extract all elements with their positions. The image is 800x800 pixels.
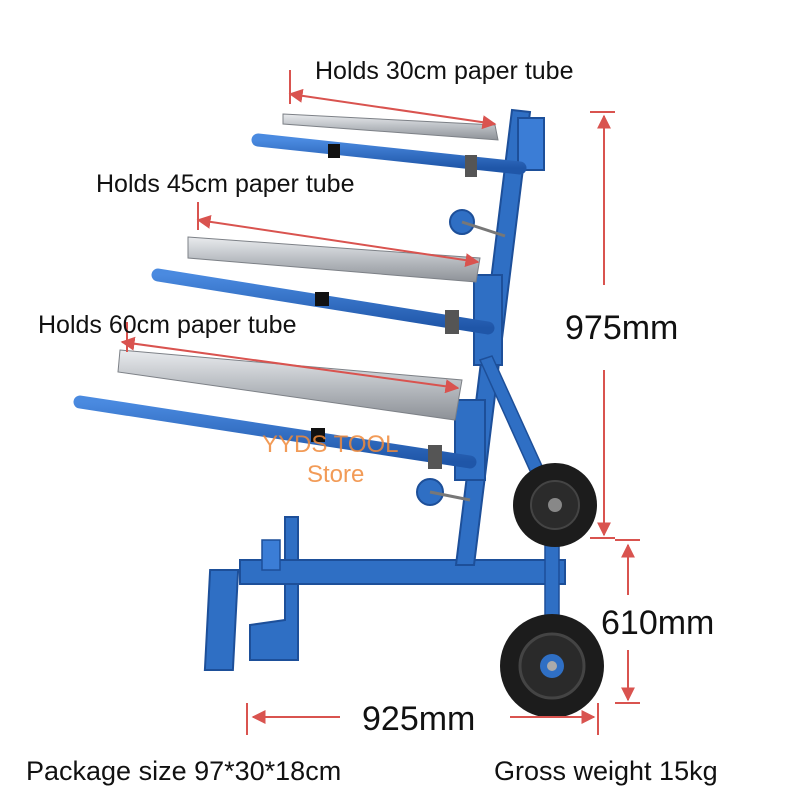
base-frame	[203, 516, 566, 671]
dimension-lines	[120, 70, 640, 735]
label-total-height: 975mm	[565, 309, 679, 347]
watermark-line2: Store	[307, 461, 365, 488]
arm-60cm	[73, 349, 477, 506]
rear-wheel	[513, 463, 597, 547]
label-30cm-tube: Holds 30cm paper tube	[315, 57, 574, 85]
watermark-line1: YYDS TOOL	[262, 431, 399, 458]
label-gross-weight: Gross weight 15kg	[494, 756, 718, 786]
label-width: 925mm	[362, 700, 476, 738]
label-lower-height: 610mm	[601, 604, 715, 642]
arm-30cm	[251, 113, 527, 177]
dim-60cm-arrow	[120, 336, 460, 394]
label-package-size: Package size 97*30*18cm	[26, 756, 342, 786]
label-60cm-tube: Holds 60cm paper tube	[38, 311, 297, 339]
front-wheel	[500, 614, 604, 718]
label-45cm-tube: Holds 45cm paper tube	[96, 170, 355, 198]
dim-30cm-arrow	[288, 88, 497, 130]
dim-45cm-arrow	[196, 214, 480, 268]
